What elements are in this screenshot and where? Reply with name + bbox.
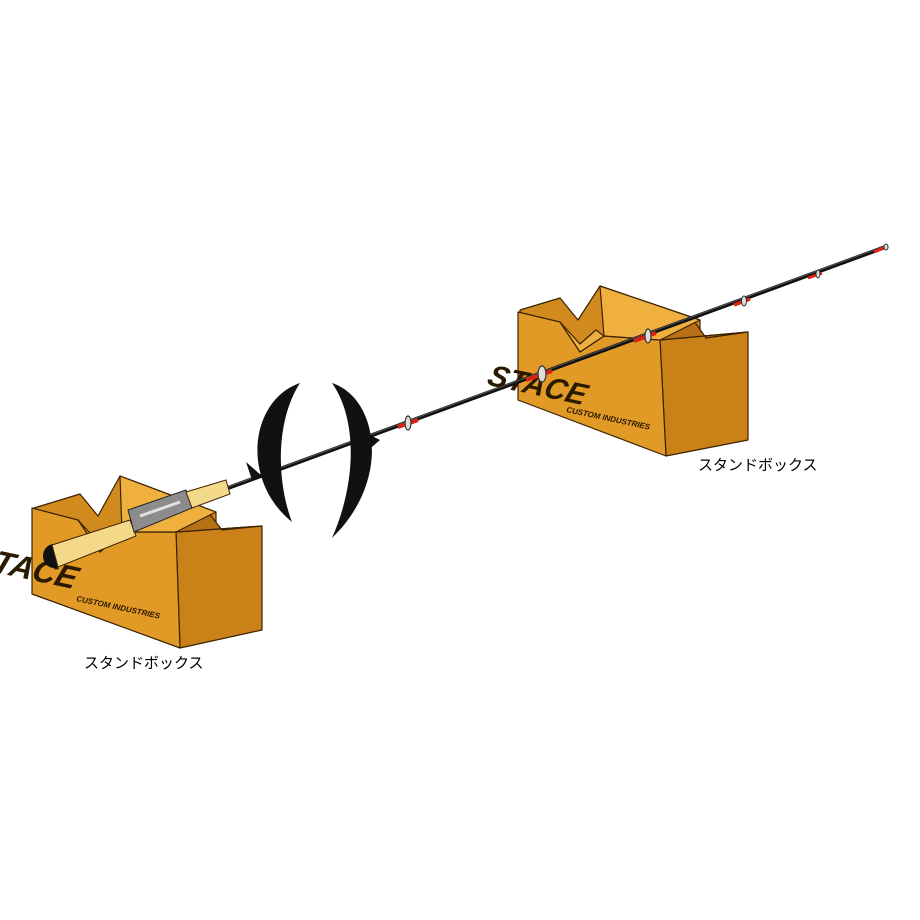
rod-tip-guide [873, 243, 889, 254]
rod-guide [733, 295, 751, 307]
rod-rear-grip [51, 519, 137, 568]
rotation-arrows-icon [246, 383, 380, 538]
left-box-label: スタンドボックス [84, 654, 204, 672]
rod-blank-highlight [227, 244, 889, 488]
rod-blank [227, 244, 889, 490]
fishing-rod [43, 243, 889, 568]
left-stand-box: STACE CUSTOM INDUSTRIES [0, 475, 263, 649]
rod-fore-grip [185, 479, 231, 509]
rod-guide [525, 365, 553, 383]
rod-guide [397, 415, 419, 431]
right-box-label: スタンドボックス [698, 456, 818, 474]
rod-guide [633, 328, 657, 344]
rod-guides [397, 243, 889, 431]
rod-guide [807, 269, 823, 280]
